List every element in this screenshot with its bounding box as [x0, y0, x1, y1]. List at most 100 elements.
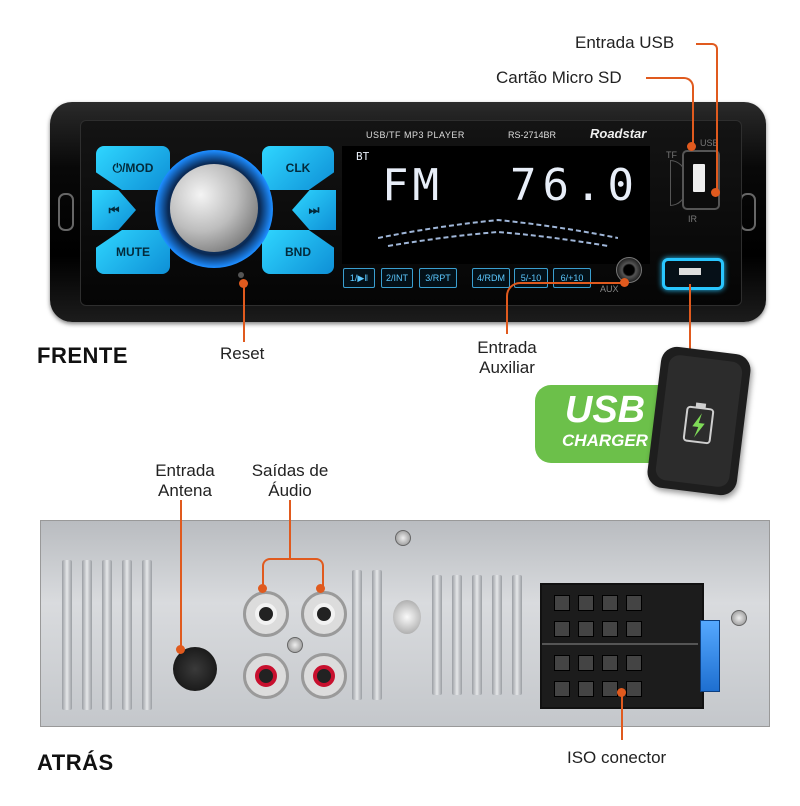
iso-pin	[626, 595, 642, 611]
iso-pin	[578, 655, 594, 671]
callout-entrada-antena: Entrada Antena	[140, 461, 230, 501]
next-icon: ⏭	[308, 202, 320, 217]
iso-pin	[578, 621, 594, 637]
preset-button-4[interactable]: 4/RDM	[472, 268, 510, 288]
phone-illustration	[645, 345, 753, 497]
bnd-button-label: BND	[285, 245, 311, 259]
rear-vent-3	[102, 560, 112, 710]
preset-button-1[interactable]: 1/▶‖	[343, 268, 375, 288]
callout-entrada-usb: Entrada USB	[575, 33, 675, 52]
rca-inner	[313, 665, 335, 687]
callout-dot-sd	[687, 142, 696, 151]
callout-dot-reset	[239, 279, 248, 288]
left-release-slot	[58, 193, 74, 231]
rear-vent-11	[492, 575, 502, 695]
preset-3-label: 3/RPT	[425, 273, 451, 283]
top-usb-port[interactable]	[682, 150, 720, 210]
reset-hole[interactable]	[238, 272, 244, 278]
lcd-spectrum-graphic	[378, 218, 618, 247]
callout-line-charger	[689, 284, 691, 352]
iso-pin	[554, 681, 570, 697]
iso-pin	[602, 655, 618, 671]
clk-button-label: CLK	[285, 161, 311, 175]
iso-divider	[542, 643, 698, 645]
charger-line2: CHARGER	[562, 431, 648, 450]
callout-aux-line2: Auxiliar	[479, 358, 535, 377]
rca-output-right-red[interactable]	[301, 653, 347, 699]
callout-dot-audio-left	[258, 584, 267, 593]
callout-line-sd	[646, 77, 694, 149]
callout-line-usb	[696, 43, 718, 195]
lcd-display: BT FM 76.0	[342, 146, 650, 264]
preset-4-label: 4/RDM	[476, 273, 505, 283]
callout-line-reset	[243, 282, 245, 342]
rear-vent-9	[452, 575, 462, 695]
rca-inner	[255, 665, 277, 687]
iso-pin-grid-top	[554, 595, 650, 637]
callout-saidas-audio: Saídas de Áudio	[240, 461, 340, 501]
preset-button-2[interactable]: 2/INT	[381, 268, 413, 288]
callout-line-antena	[180, 500, 182, 650]
callout-dot-usb	[711, 188, 720, 197]
mod-button-label: ⏻/MOD	[112, 160, 154, 175]
preset-button-3[interactable]: 3/RPT	[419, 268, 457, 288]
rear-vent-2	[82, 560, 92, 710]
rca-inner	[255, 603, 277, 625]
lcd-frequency: 76.0	[510, 160, 640, 211]
rear-vent-8	[432, 575, 442, 695]
lcd-band: FM	[382, 160, 443, 211]
iso-pin	[626, 655, 642, 671]
prev-icon: ⏮	[108, 202, 120, 217]
rca-output-right-white[interactable]	[301, 591, 347, 637]
charger-usb-port[interactable]	[662, 258, 724, 290]
mute-button-label: MUTE	[116, 245, 150, 259]
callout-dot-antena	[176, 645, 185, 654]
rca-output-left-white[interactable]	[243, 591, 289, 637]
iso-pin-grid-bottom	[554, 655, 650, 697]
iso-pin	[626, 621, 642, 637]
rear-screw-center	[287, 637, 303, 653]
right-release-slot	[740, 193, 756, 231]
mod-button[interactable]: ⏻/MOD	[96, 146, 170, 190]
iso-pin	[554, 595, 570, 611]
rca-inner	[313, 603, 335, 625]
rear-screw-right	[731, 610, 747, 626]
fuse	[700, 620, 720, 692]
aux-label: AUX	[600, 284, 619, 294]
iso-pin	[554, 655, 570, 671]
rear-vent-10	[472, 575, 482, 695]
preset-1-label: 1/▶‖	[349, 272, 369, 283]
player-type-text: USB/TF MP3 PLAYER	[366, 130, 465, 140]
top-usb-connector	[693, 164, 705, 192]
preset-5-label: 5/-10	[520, 273, 542, 283]
preset-2-label: 2/INT	[385, 273, 408, 283]
rear-screw-top	[395, 530, 411, 546]
callout-line-audio-fork	[262, 558, 324, 590]
charger-line1: USB	[564, 389, 646, 431]
callout-audio-line2: Áudio	[268, 481, 312, 500]
callout-aux-line1: Entrada	[477, 338, 537, 357]
rca-output-left-red[interactable]	[243, 653, 289, 699]
ground-post	[393, 600, 421, 634]
callout-entrada-auxiliar: Entrada Auxiliar	[462, 338, 552, 378]
rear-vent-7	[372, 570, 382, 700]
callout-dot-aux	[620, 278, 629, 287]
antenna-input[interactable]	[173, 647, 217, 691]
lcd-mode-tag: BT	[356, 150, 370, 163]
ir-label: IR	[688, 214, 697, 224]
model-text: RS-2714BR	[508, 130, 557, 140]
usb-label: USB	[700, 138, 719, 148]
brand-logo: Roadstar	[590, 126, 647, 141]
iso-pin	[626, 681, 642, 697]
tf-label: TF	[666, 150, 677, 160]
rear-vent-4	[122, 560, 132, 710]
iso-pin	[578, 681, 594, 697]
phone-screen	[654, 353, 744, 489]
iso-pin	[602, 595, 618, 611]
rear-vent-5	[142, 560, 152, 710]
rear-vent-1	[62, 560, 72, 710]
callout-cartao-sd: Cartão Micro SD	[496, 68, 622, 87]
iso-pin	[602, 681, 618, 697]
callout-antena-line2: Antena	[158, 481, 212, 500]
volume-knob[interactable]	[170, 164, 258, 252]
